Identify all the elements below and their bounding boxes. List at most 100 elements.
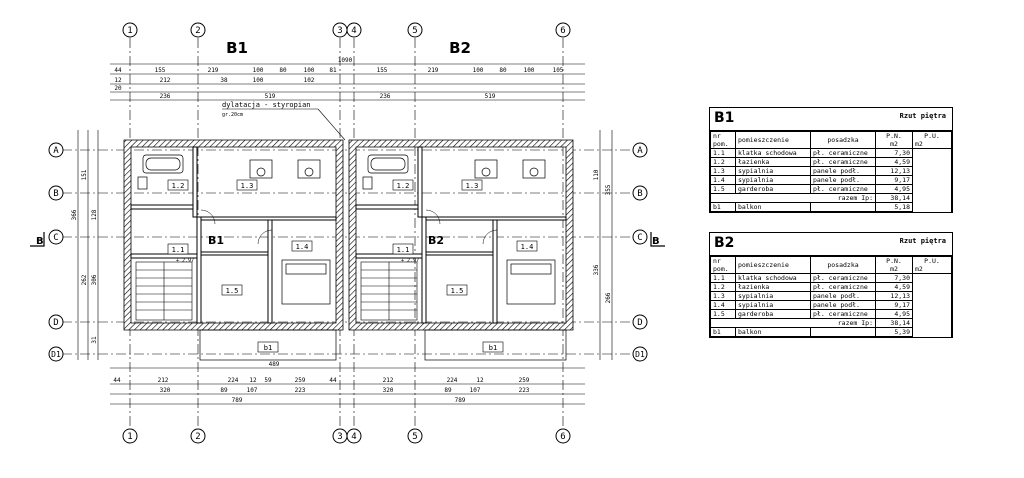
axis-bubbles-bottom: 1 2 3 4 5 6 xyxy=(122,428,571,444)
cell-nr: 1.2 xyxy=(710,157,736,167)
dim-value: 212 xyxy=(383,377,394,384)
area-table: nr pomieszczenie posadzka P.N. P.U. pom.… xyxy=(710,131,952,212)
dim-value: 224 xyxy=(447,377,458,384)
axis-label: 3 xyxy=(337,26,342,36)
dim-value: 20 xyxy=(114,85,122,92)
dim-value: 259 xyxy=(519,377,530,384)
room-label: 1.1 xyxy=(397,246,410,254)
cell-nr: b1 xyxy=(710,202,736,212)
table-header: B2 Rzut piętra xyxy=(710,233,952,256)
stairs-b1 xyxy=(135,261,193,321)
dim-value: 266 xyxy=(605,292,612,303)
walls xyxy=(123,139,574,331)
dim-value: 320 xyxy=(160,387,171,394)
axis-label: 4 xyxy=(351,432,356,442)
room-label: 1.2 xyxy=(172,182,185,190)
balconies xyxy=(199,329,567,361)
axis-label: 6 xyxy=(560,26,565,36)
room-label: 1.5 xyxy=(451,287,464,295)
bottom-dimension-lines xyxy=(110,367,585,405)
dim-value: 31 xyxy=(91,336,98,344)
col-room: pomieszczenie xyxy=(735,256,811,274)
cell-room: balkon xyxy=(735,202,811,212)
dim-value: 519 xyxy=(485,93,496,100)
cell-area: 4,95 xyxy=(875,309,913,319)
level-mark: + 2.97 xyxy=(176,258,194,264)
fixtures-b1 xyxy=(137,154,331,305)
cell-room: łazienka xyxy=(735,157,811,167)
cell-area: 5,18 xyxy=(875,202,913,212)
section-marker-left: B xyxy=(30,232,45,247)
dim-value: 100 xyxy=(524,67,535,74)
cell-room: sypialnia xyxy=(735,291,811,301)
dim-value: 107 xyxy=(470,387,481,394)
table-title: Rzut piętra xyxy=(899,237,946,245)
row-label: B xyxy=(53,189,58,199)
cell-room: balkon xyxy=(735,327,811,337)
dim-value: 89 xyxy=(444,387,452,394)
dim-value: 306 xyxy=(91,274,98,285)
room-label: 1.4 xyxy=(521,243,534,251)
top-dimension-values: 1090 155 219 100 80 100 81 212 38 100 10… xyxy=(114,57,563,100)
building-label-b2: B2 xyxy=(449,39,471,57)
axis-label: 4 xyxy=(351,26,356,36)
room-label: 1.3 xyxy=(241,182,254,190)
section-label: B xyxy=(36,236,44,247)
axis-label: 1 xyxy=(127,432,132,442)
dim-value: 12 xyxy=(249,377,257,384)
grid-axis-lines-vertical xyxy=(129,38,564,428)
dim-value: 110 xyxy=(593,169,600,180)
row-label: A xyxy=(53,146,59,156)
annotation-subtext: gr.20cm xyxy=(222,112,243,118)
dim-value: 489 xyxy=(269,361,280,368)
col-floor: posadzka xyxy=(810,256,876,274)
col-nr: nr xyxy=(710,256,736,265)
dim-value: 100 xyxy=(473,67,484,74)
table-head-row: nr pomieszczenie posadzka P.N. P.U. xyxy=(710,256,952,274)
cell-area: 4,59 xyxy=(875,282,913,292)
dim-value: 44 xyxy=(114,67,122,74)
row-label: C xyxy=(637,233,642,243)
room-label: 1.3 xyxy=(466,182,479,190)
top-dimension-lines xyxy=(110,63,585,101)
row-label: C xyxy=(53,233,58,243)
sum-value: 38,14 xyxy=(875,318,913,328)
table-code: B2 xyxy=(714,235,735,251)
dim-value: 236 xyxy=(380,93,391,100)
cell-room: łazienka xyxy=(735,282,811,292)
row-label: D1 xyxy=(635,350,645,359)
level-mark: + 2.97 xyxy=(401,258,419,264)
dim-value: 100 xyxy=(304,67,315,74)
col-pn: P.N. xyxy=(875,256,913,265)
dim-value: 12 xyxy=(114,77,122,84)
cell-floor: pł. ceramiczne xyxy=(810,273,876,283)
axis-label: 3 xyxy=(337,432,342,442)
grid-axis-lines-horizontal xyxy=(62,149,630,355)
cell-empty xyxy=(912,273,952,337)
dim-value: 151 xyxy=(81,169,88,180)
row-label: D xyxy=(637,318,642,328)
row-label: B xyxy=(637,189,642,199)
cell-area: 7,30 xyxy=(875,273,913,283)
cell-room: garderoba xyxy=(735,309,811,319)
dim-value: 100 xyxy=(253,77,264,84)
cell-floor: pł. ceramiczne xyxy=(810,309,876,319)
room-label: 1.2 xyxy=(397,182,410,190)
room-label: 1.5 xyxy=(226,287,239,295)
col-pom: pom. xyxy=(710,265,736,274)
table-head-row: nr pomieszczenie posadzka P.N. P.U. xyxy=(710,131,952,149)
axis-label: 6 xyxy=(560,432,565,442)
bottom-dimension-values: 489 44 212 224 12 59 259 44 320 89 107 2… xyxy=(113,361,529,404)
dim-value: 223 xyxy=(295,387,306,394)
annotation-text: dylatacja - styropian xyxy=(222,101,311,109)
table-header: B1 Rzut piętra xyxy=(710,108,952,131)
row-bubbles-right: A B C D D1 xyxy=(632,142,648,362)
unit-label-b1: B1 xyxy=(208,234,224,247)
unit-label-b2: B2 xyxy=(428,234,444,247)
dim-value: 789 xyxy=(455,397,466,404)
